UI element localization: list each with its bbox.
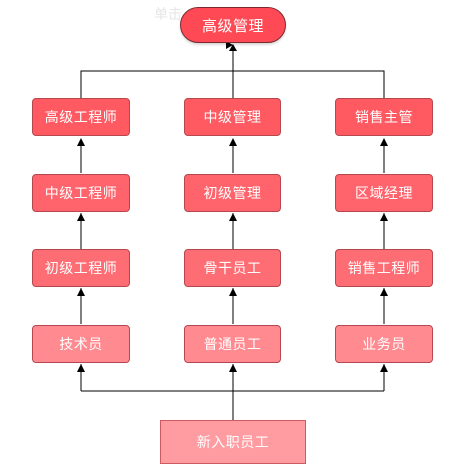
arrowhead-c3-r3 [380, 288, 388, 296]
node-label: 区域经理 [355, 186, 413, 202]
node-label: 中级工程师 [44, 186, 118, 202]
arrowhead-top [229, 44, 237, 51]
node-intermediate-engineer[interactable]: 中级工程师 [32, 174, 130, 212]
node-new-employee[interactable]: 新入职员工 [160, 420, 306, 464]
node-senior-management[interactable]: 高级管理 [180, 7, 286, 43]
faint-overlay-text: 单击 [154, 7, 182, 23]
node-label: 初级管理 [203, 186, 262, 202]
connector-col3-to-top [233, 70, 385, 98]
node-junior-engineer[interactable]: 初级工程师 [32, 249, 130, 287]
node-label: 业务员 [362, 337, 406, 353]
node-label: 销售工程师 [347, 261, 421, 277]
arrowhead-c2-r1 [229, 138, 237, 146]
node-label: 初级工程师 [44, 261, 118, 277]
node-middle-management[interactable]: 中级管理 [184, 98, 281, 136]
arrowhead-c3-r4 [380, 364, 388, 372]
node-label: 普通员工 [203, 337, 262, 353]
node-senior-engineer[interactable]: 高级工程师 [32, 98, 130, 136]
node-label: 中级管理 [203, 110, 262, 126]
node-label: 技术员 [59, 337, 103, 353]
arrowhead-c1-r1 [77, 138, 85, 146]
arrowhead-c2-r2 [229, 213, 237, 221]
node-technician[interactable]: 技术员 [32, 325, 130, 363]
node-salesperson[interactable]: 业务员 [335, 325, 433, 363]
node-regular-employee[interactable]: 普通员工 [184, 325, 281, 363]
arrowhead-c1-r3 [77, 288, 85, 296]
arrowhead-c1-r4 [77, 364, 85, 372]
node-label: 高级工程师 [44, 110, 118, 126]
arrowhead-c3-r1 [380, 138, 388, 146]
node-label: 销售主管 [355, 110, 413, 126]
connector-col1-to-top [80, 70, 233, 98]
node-key-employee[interactable]: 骨干员工 [184, 249, 281, 287]
node-sales-supervisor[interactable]: 销售主管 [335, 98, 433, 136]
node-label: 新入职员工 [196, 435, 270, 451]
arrowheads [77, 44, 388, 372]
arrowhead-c2-r3 [229, 288, 237, 296]
node-regional-manager[interactable]: 区域经理 [335, 174, 433, 212]
node-sales-engineer[interactable]: 销售工程师 [335, 249, 433, 287]
arrowhead-c2-r4 [229, 364, 237, 372]
node-junior-management[interactable]: 初级管理 [184, 174, 281, 212]
node-label: 骨干员工 [203, 261, 262, 277]
arrowhead-c3-r2 [380, 213, 388, 221]
node-label: 高级管理 [201, 16, 264, 35]
arrowhead-c1-r2 [77, 213, 85, 221]
